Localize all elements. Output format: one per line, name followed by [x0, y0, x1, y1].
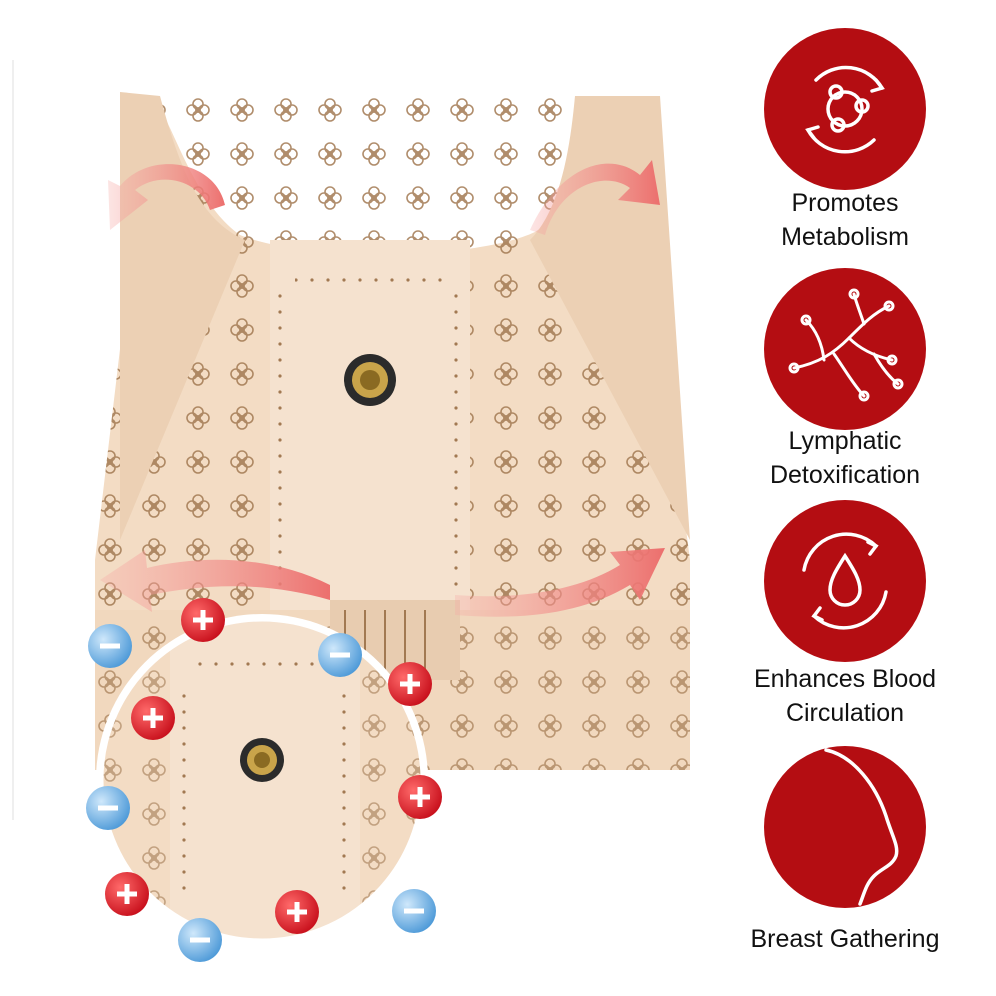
positive-ion-icon [275, 890, 319, 934]
positive-ion-icon [105, 872, 149, 916]
arrow-bottom-right [455, 548, 665, 617]
lymphatic-branch-icon [764, 268, 926, 430]
feature-breast-line1: Breast Gathering [750, 925, 940, 953]
feature-lymphatic-line2: Detoxification [769, 461, 921, 489]
feature-metabolism-line2: Metabolism [781, 223, 909, 251]
feature-metabolism: Promotes Metabolism [700, 0, 990, 260]
feature-blood-line1: Enhances Blood [753, 665, 937, 693]
ion-markers [86, 598, 442, 962]
positive-ion-icon [181, 598, 225, 642]
positive-ion-icon [131, 696, 175, 740]
negative-ion-icon [318, 633, 362, 677]
zoom-detail [96, 614, 428, 946]
feature-breast-gathering: Breast Gathering [700, 740, 990, 996]
metabolism-cycle-icon [764, 28, 926, 190]
negative-ion-icon [88, 624, 132, 668]
arrow-top-left [108, 164, 225, 230]
image-edge-line [12, 60, 14, 820]
negative-ion-icon [178, 918, 222, 962]
lift-arrows [100, 160, 665, 617]
feature-lymphatic-line1: Lymphatic [788, 427, 902, 455]
feature-metabolism-line1: Promotes [791, 189, 899, 217]
feature-blood-line2: Circulation [785, 699, 905, 727]
feature-lymphatic: Lymphatic Detoxification [700, 260, 990, 500]
arrow-bottom-left [100, 550, 330, 612]
arrow-top-right [530, 160, 660, 235]
negative-ion-icon [392, 889, 436, 933]
product-illustration [86, 92, 690, 962]
negative-ion-icon [86, 786, 130, 830]
blood-drop-cycle-icon [764, 500, 926, 662]
feature-blood-circulation: Enhances Blood Circulation [700, 500, 990, 740]
breast-shape-icon [764, 746, 926, 908]
positive-ion-icon [398, 775, 442, 819]
positive-ion-icon [388, 662, 432, 706]
